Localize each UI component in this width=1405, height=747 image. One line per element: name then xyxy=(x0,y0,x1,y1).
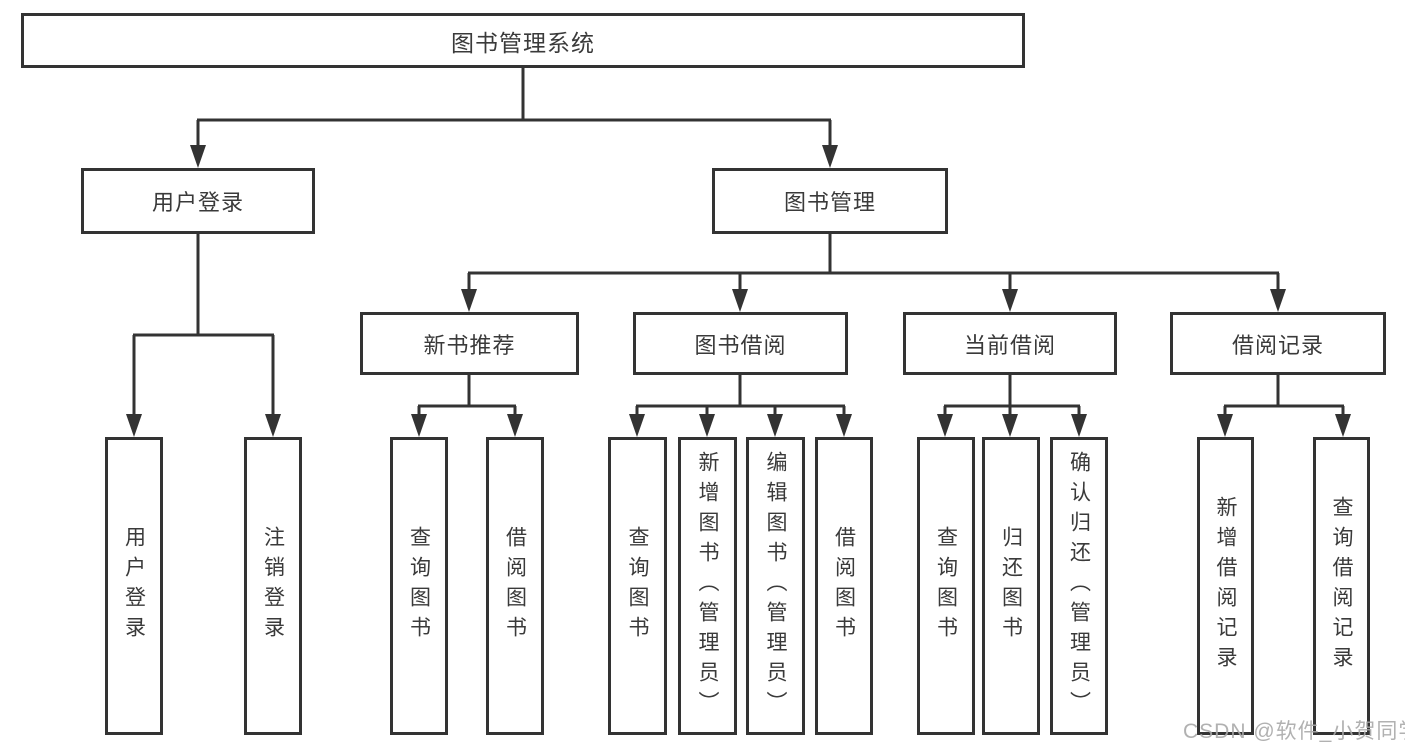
node-borrowing-records: 借阅记录 xyxy=(1170,312,1386,375)
leaf-recommend-query-books: 查询图书 xyxy=(390,437,448,735)
node-new-book-recommendation: 新书推荐 xyxy=(360,312,579,375)
leaf-logout: 注销登录 xyxy=(244,437,302,735)
arrow-down-icon xyxy=(1002,289,1018,312)
arrow-down-icon xyxy=(411,414,427,437)
arrow-down-icon xyxy=(1335,414,1351,437)
node-current-borrowing: 当前借阅 xyxy=(903,312,1117,375)
leaf-records-query-borrow-record: 查询借阅记录 xyxy=(1313,437,1370,735)
node-user-login: 用户登录 xyxy=(81,168,315,234)
arrow-down-icon xyxy=(461,289,477,312)
arrow-down-icon xyxy=(732,289,748,312)
arrow-down-icon xyxy=(507,414,523,437)
arrow-down-icon xyxy=(767,414,783,437)
leaf-records-add-borrow-record: 新增借阅记录 xyxy=(1197,437,1254,735)
arrow-down-icon xyxy=(265,414,281,437)
leaf-current-confirm-return-admin: 确认归还（管理员） xyxy=(1050,437,1108,735)
node-book-borrowing: 图书借阅 xyxy=(633,312,848,375)
arrow-down-icon xyxy=(629,414,645,437)
leaf-borrowing-borrow-books: 借阅图书 xyxy=(815,437,873,735)
arrow-down-icon xyxy=(126,414,142,437)
arrow-down-icon xyxy=(937,414,953,437)
csdn-watermark: CSDN @软件_小贺同学 xyxy=(1183,720,1405,743)
node-book-management: 图书管理 xyxy=(712,168,948,234)
arrow-down-icon xyxy=(1270,289,1286,312)
leaf-borrowing-query-books: 查询图书 xyxy=(608,437,667,735)
arrow-down-icon xyxy=(699,414,715,437)
arrow-down-icon xyxy=(190,145,206,168)
leaf-borrowing-edit-books-admin: 编辑图书（管理员） xyxy=(746,437,805,735)
arrow-down-icon xyxy=(1217,414,1233,437)
arrow-down-icon xyxy=(822,145,838,168)
arrow-down-icon xyxy=(1071,414,1087,437)
node-library-management-system: 图书管理系统 xyxy=(21,13,1025,68)
leaf-user-login: 用户登录 xyxy=(105,437,163,735)
arrowheads xyxy=(126,145,1351,437)
leaf-borrowing-add-books-admin: 新增图书（管理员） xyxy=(678,437,737,735)
tree-edges xyxy=(132,66,1345,418)
leaf-recommend-borrow-books: 借阅图书 xyxy=(486,437,544,735)
leaf-current-query-books: 查询图书 xyxy=(917,437,975,735)
leaf-current-return-books: 归还图书 xyxy=(982,437,1040,735)
arrow-down-icon xyxy=(1002,414,1018,437)
arrow-down-icon xyxy=(836,414,852,437)
